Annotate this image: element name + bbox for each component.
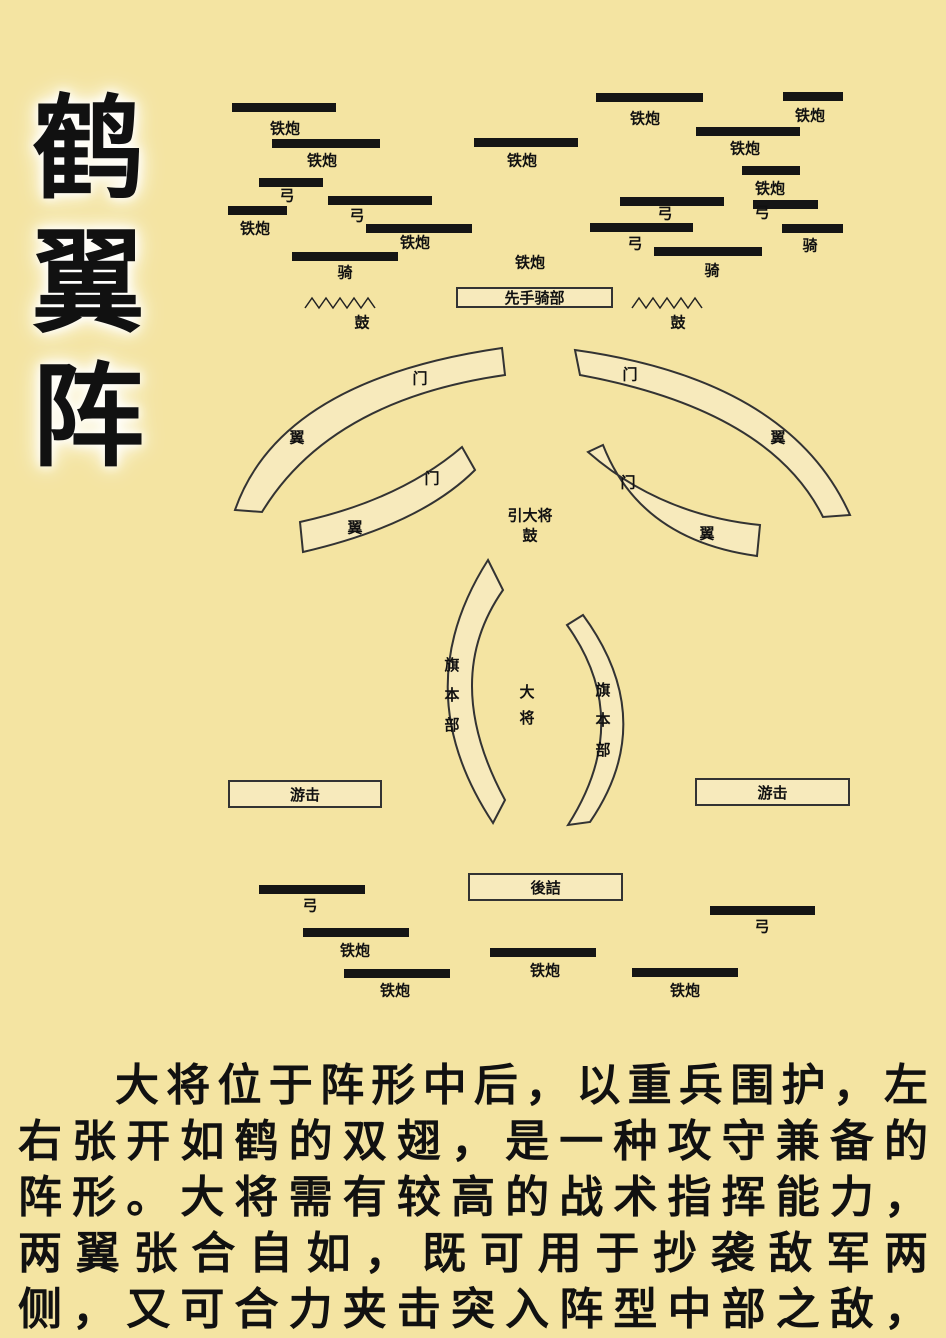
unit-bar-gun xyxy=(474,138,578,147)
unit-bar-cavalry xyxy=(292,252,398,261)
unit-label-bow: 弓 xyxy=(754,203,770,222)
description-line-3: 阵形。大将需有较高的战术指挥能力， xyxy=(18,1172,928,1223)
unit-bar-gun xyxy=(272,139,380,148)
unit-bar-gun xyxy=(366,224,472,233)
unit-label-gun: 铁炮 xyxy=(514,253,546,272)
unit-label-cavalry: 骑 xyxy=(802,236,818,255)
unit-label-gun: 铁炮 xyxy=(794,106,826,125)
left-outer-wing xyxy=(233,346,507,514)
unit-bar-bow xyxy=(590,223,693,232)
unit-bar-gun xyxy=(742,166,800,175)
unit-label-bow: 弓 xyxy=(349,206,365,225)
unit-bar-bow xyxy=(710,906,815,915)
unit-label-bow: 弓 xyxy=(279,186,295,205)
unit-bar-gun xyxy=(303,928,409,937)
unit-bar-gun xyxy=(596,93,703,102)
formation-title: 鹤翼阵 xyxy=(13,89,144,491)
unit-bar-gun xyxy=(228,206,287,215)
unit-label-wing: 翼 xyxy=(347,518,363,537)
unit-label-gun: 铁炮 xyxy=(379,981,411,1000)
unit-label-gun: 铁炮 xyxy=(506,151,538,170)
vanguard-box: 先手骑部 xyxy=(456,287,613,308)
general-drum-label-2: 鼓 xyxy=(522,526,538,545)
unit-label-gun: 铁炮 xyxy=(529,961,561,980)
left-inner-wing xyxy=(298,445,477,554)
general-drum-label: 引大将 xyxy=(507,506,553,525)
left-guard-label: 旗本部 xyxy=(444,656,460,734)
unit-label-gate: 门 xyxy=(424,469,440,488)
unit-label-gun: 铁炮 xyxy=(269,119,301,138)
unit-label-gate: 门 xyxy=(620,473,636,492)
right-flank-box: 游击 xyxy=(695,778,850,806)
unit-bar-bow xyxy=(259,885,365,894)
unit-bar-cavalry xyxy=(782,224,843,233)
unit-label-bow: 弓 xyxy=(657,204,673,223)
unit-bar-gun xyxy=(344,969,450,978)
unit-label-cavalry: 骑 xyxy=(704,261,720,280)
left-flank-box: 游击 xyxy=(228,780,382,808)
unit-label-gun: 铁炮 xyxy=(754,179,786,198)
left-guard-band xyxy=(446,557,507,825)
unit-bar-gun xyxy=(232,103,336,112)
unit-label-gun: 铁炮 xyxy=(399,233,431,252)
unit-label-gate: 门 xyxy=(622,365,638,384)
right-guard-label: 旗本部 xyxy=(595,681,611,759)
right-inner-wing xyxy=(586,443,762,558)
unit-label-gun: 铁炮 xyxy=(729,139,761,158)
unit-bar-bow xyxy=(753,200,818,209)
right-guard-band xyxy=(565,613,625,827)
general-label: 大将 xyxy=(519,683,535,727)
formation-diagram xyxy=(233,296,852,827)
unit-bar-gun xyxy=(783,92,843,101)
unit-label-bow: 弓 xyxy=(627,234,643,253)
unit-label-bow: 弓 xyxy=(754,917,770,936)
unit-label-wing: 翼 xyxy=(770,428,786,447)
unit-label-gun: 铁炮 xyxy=(306,151,338,170)
unit-label-drum: 鼓 xyxy=(670,313,686,332)
unit-label-gun: 铁炮 xyxy=(629,109,661,128)
description-line-4: 两翼张合自如，既可用于抄袭敌军两 xyxy=(18,1228,928,1279)
unit-label-drum: 鼓 xyxy=(354,313,370,332)
unit-label-gun: 铁炮 xyxy=(239,219,271,238)
unit-bar-gun xyxy=(632,968,738,977)
right-outer-wing xyxy=(573,348,852,519)
unit-bar-bow xyxy=(328,196,432,205)
unit-bar-gun xyxy=(490,948,596,957)
unit-label-gun: 铁炮 xyxy=(669,981,701,1000)
right-drum-zigzag xyxy=(631,296,703,310)
unit-bar-bow xyxy=(620,197,724,206)
unit-label-cavalry: 骑 xyxy=(337,263,353,282)
unit-label-gate: 门 xyxy=(412,369,428,388)
unit-bar-cavalry xyxy=(654,247,762,256)
description-line-1: 大将位于阵形中后，以重兵围护，左 xyxy=(115,1060,928,1111)
rear-box: 後詰 xyxy=(468,873,623,901)
unit-label-wing: 翼 xyxy=(699,524,715,543)
unit-bar-gun xyxy=(696,127,800,136)
description-line-2: 右张开如鹤的双翅，是一种攻守兼备的 xyxy=(18,1116,928,1167)
unit-label-wing: 翼 xyxy=(289,428,305,447)
description-line-5: 侧，又可合力夹击突入阵型中部之敌， xyxy=(18,1284,928,1335)
unit-bar-bow xyxy=(259,178,323,187)
left-drum-zigzag xyxy=(304,296,376,310)
unit-label-gun: 铁炮 xyxy=(339,941,371,960)
unit-label-bow: 弓 xyxy=(302,896,318,915)
